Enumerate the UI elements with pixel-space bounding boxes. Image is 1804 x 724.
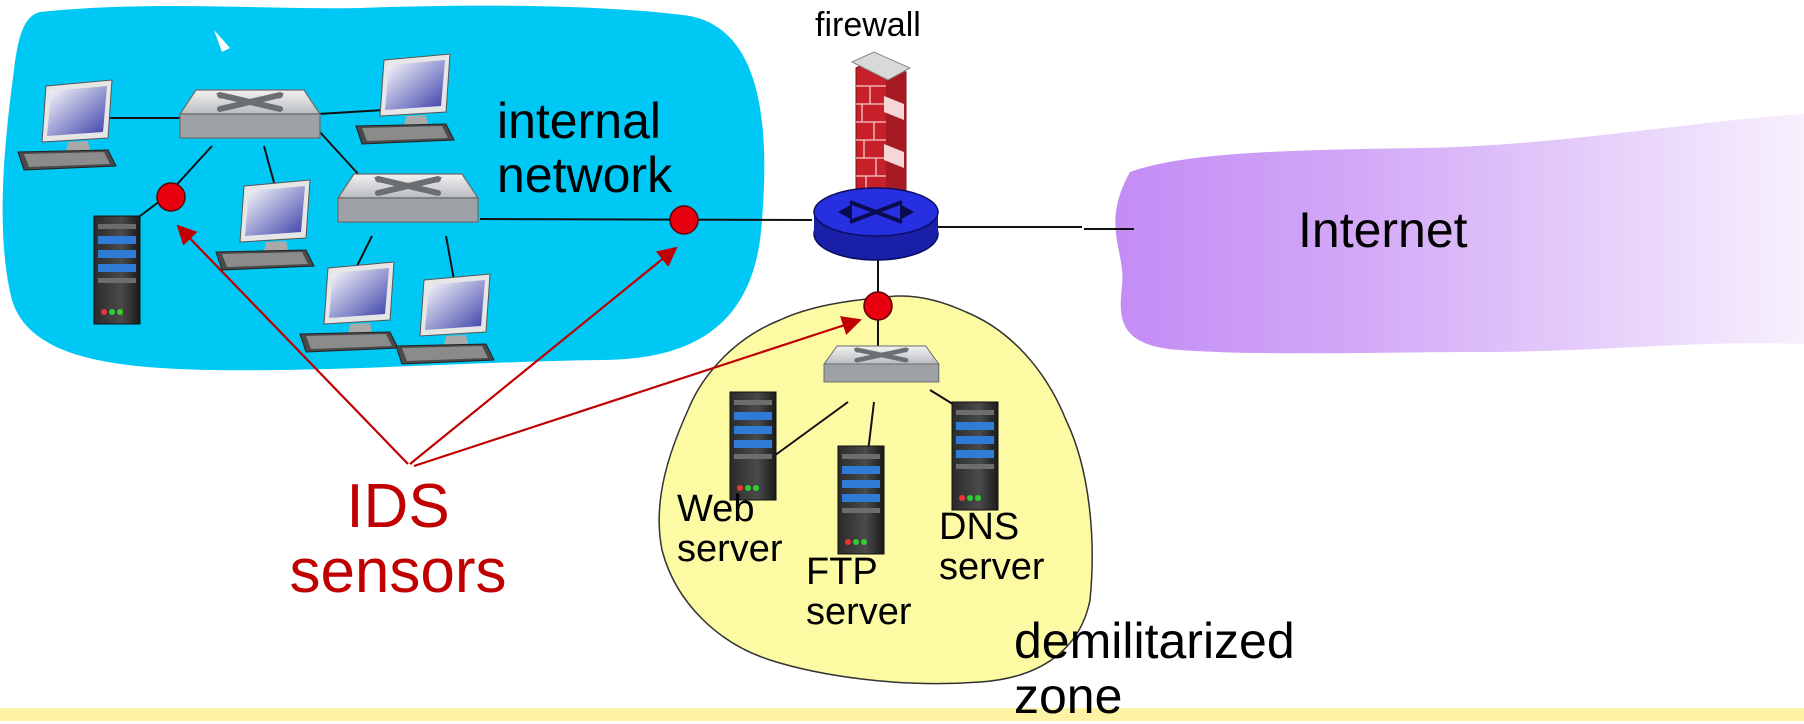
web-server-label-line1: Web: [677, 488, 755, 530]
network-switch-icon: [824, 346, 939, 382]
ftp-server-label: FTP server: [806, 551, 912, 633]
internet-label: Internet: [1298, 202, 1468, 258]
bottom-band: [0, 708, 1804, 721]
firewall-wall-icon: [850, 51, 912, 207]
dns-server-label-line2: server: [939, 545, 1045, 588]
internal-network-label-line2: network: [497, 147, 673, 203]
ids-sensors-label: IDS sensors: [288, 474, 508, 604]
ids-arrows: [176, 224, 862, 468]
internal-network-label: internal network: [497, 94, 672, 202]
ids-sensor-dot-icon: [669, 205, 699, 235]
ftp-server-label-line1: FTP: [806, 551, 878, 593]
firewall-label: firewall: [815, 6, 921, 44]
server-tower-icon: [729, 391, 777, 501]
cloud-notch: [214, 30, 230, 52]
internet-cloud: [1115, 114, 1804, 354]
web-server-label-line2: server: [677, 527, 783, 570]
dns-server-label-line1: DNS: [939, 506, 1020, 548]
router-icon: [813, 187, 939, 261]
server-tower-icon: [951, 401, 999, 511]
dns-server-label: DNS server: [939, 506, 1045, 588]
web-server-label: Web server: [677, 488, 783, 570]
ids-sensor-dot-icon: [863, 291, 893, 321]
ftp-server-label-line2: server: [806, 590, 912, 633]
ids-sensor-dot-icon: [156, 182, 186, 212]
ids-sensors-label-line1: IDS: [346, 472, 450, 541]
dmz-label-line2: zone: [1014, 668, 1123, 724]
ids-sensors-label-line2: sensors: [289, 537, 507, 607]
network-switch-icon: [180, 90, 320, 138]
server-tower-icon: [837, 445, 885, 555]
server-tower-icon: [93, 215, 141, 325]
dmz-label-line1: demilitarized: [1014, 613, 1295, 669]
internal-network-label-line1: internal: [497, 93, 661, 149]
network-switch-icon: [338, 174, 478, 222]
dmz-label: demilitarized zone: [1014, 614, 1295, 724]
